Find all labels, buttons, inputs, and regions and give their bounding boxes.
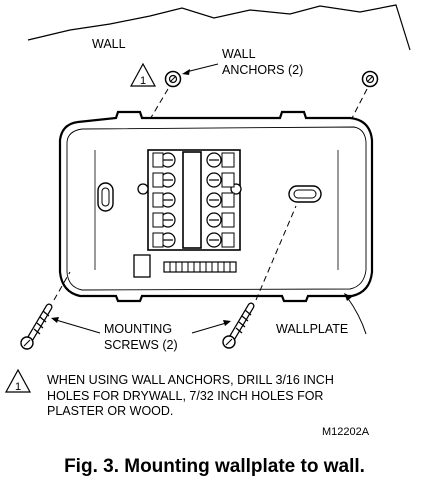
note-line-2: HOLES FOR DRYWALL, 7/32 INCH HOLES FOR bbox=[47, 388, 324, 403]
mounting-screws-label-line2: SCREWS (2) bbox=[104, 338, 178, 352]
wall-label: WALL bbox=[92, 37, 126, 51]
mounting-post-icon bbox=[137, 183, 149, 195]
mounting-screw-left-icon bbox=[20, 303, 53, 350]
wall-anchors-label-line1: WALL bbox=[222, 47, 256, 61]
wall-anchor-left-icon bbox=[164, 70, 182, 88]
screw-alignment-line-right bbox=[255, 205, 297, 301]
terminal-tabs-left bbox=[152, 152, 164, 248]
mounting-screws-leader-right bbox=[191, 322, 227, 334]
leader-arrowhead bbox=[223, 320, 231, 326]
svg-text:1: 1 bbox=[15, 381, 21, 393]
note-triangle-icon: 1 bbox=[4, 368, 32, 393]
connector-strip bbox=[163, 261, 237, 273]
figure-code: M12202A bbox=[322, 426, 370, 438]
leader-arrowhead bbox=[344, 293, 352, 301]
svg-text:1: 1 bbox=[140, 75, 146, 87]
screw-alignment-line-left bbox=[53, 271, 71, 301]
wall-outline bbox=[27, 4, 411, 51]
mounting-screws-leader-left bbox=[55, 319, 101, 334]
wall-anchors-label-line2: ANCHORS (2) bbox=[222, 63, 303, 77]
installation-note: WHEN USING WALL ANCHORS, DRILL 3/16 INCH… bbox=[47, 373, 407, 420]
figure-caption: Fig. 3. Mounting wallplate to wall. bbox=[64, 456, 365, 477]
mounting-screws-label-line1: MOUNTING bbox=[104, 322, 172, 336]
terminal-screws-left bbox=[160, 152, 176, 248]
terminal-tabs-right bbox=[221, 152, 235, 248]
wall-anchor-right-icon bbox=[361, 70, 379, 88]
leader-arrowhead bbox=[51, 317, 59, 323]
terminal-screws-right bbox=[206, 152, 222, 248]
note-line-1: WHEN USING WALL ANCHORS, DRILL 3/16 INCH bbox=[47, 373, 334, 387]
wallplate-leader bbox=[346, 296, 367, 335]
mounting-slot-left bbox=[97, 182, 114, 212]
note-triangle-icon: 1 bbox=[129, 62, 157, 87]
small-component bbox=[133, 254, 151, 278]
mounting-screw-right-icon bbox=[222, 302, 255, 349]
wall-anchors-leader bbox=[185, 63, 219, 73]
mounting-slot-right bbox=[288, 185, 322, 203]
leader-arrowhead bbox=[182, 69, 190, 75]
wallplate-label: WALLPLATE bbox=[276, 322, 348, 336]
note-line-3: PLASTER OR WOOD. bbox=[47, 404, 174, 418]
